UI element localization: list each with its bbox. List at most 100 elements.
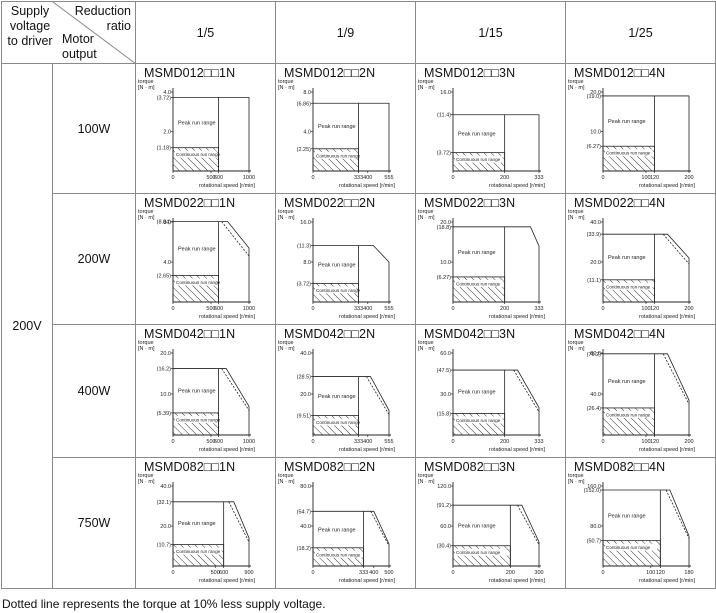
continuous-label-bg <box>455 548 507 556</box>
model-number: MSMD042□□1N <box>144 327 236 341</box>
speed-axis-title: rotational speed [r/min] <box>639 183 695 189</box>
x-tick-label: 0 <box>311 439 314 445</box>
x-tick-label: 0 <box>601 570 604 576</box>
peak-run-label: Peak run range <box>178 247 216 253</box>
torque-axis-title: torque <box>138 209 154 215</box>
continuous-run-label: Continuous run range <box>606 284 651 289</box>
speed-axis-title: rotational speed [r/min] <box>339 183 395 189</box>
header-corner-cell: Supply voltage to driver Reduction ratio… <box>1 1 136 64</box>
model-number: MSMD012□□2N <box>284 66 376 80</box>
speed-axis-title: rotational speed [r/min] <box>639 578 695 584</box>
torque-speed-chart: torque[N · m]rotational speed [r/min]Con… <box>418 340 545 453</box>
torque-axis-title: torque <box>418 340 434 346</box>
power-cell-200w: 200W <box>52 193 136 325</box>
continuous-run-label: Continuous run range <box>606 412 651 417</box>
torque-axis-title: torque <box>418 209 434 215</box>
torque-speed-chart: torque[N · m]rotational speed [r/min]Con… <box>568 79 695 189</box>
continuous-label-bg <box>455 155 503 163</box>
x-tick-label: 200 <box>684 306 693 312</box>
model-number: MSMD082□□4N <box>574 460 666 474</box>
y-tick-label: (79.2) <box>587 352 602 358</box>
y-tick-label: 10.0 <box>160 392 171 398</box>
model-number: MSMD042□□3N <box>424 327 516 341</box>
peak-run-label: Peak run range <box>318 124 356 130</box>
continuous-label-bg <box>175 278 217 286</box>
speed-axis-title: rotational speed [r/min] <box>489 578 545 584</box>
x-tick-label: 200 <box>500 306 509 312</box>
continuous-label-bg <box>315 418 357 426</box>
torque-axis-unit: [N · m] <box>138 346 155 352</box>
torque-axis-title: torque <box>278 473 294 479</box>
x-tick-label: 333 <box>534 175 543 181</box>
model-number: MSMD082□□2N <box>284 460 376 474</box>
peak-run-label: Peak run range <box>178 121 216 127</box>
y-tick-label: (47.5) <box>437 368 452 374</box>
torque-axis-title: torque <box>138 473 154 479</box>
x-tick-label: 180 <box>684 570 693 576</box>
y-tick-label: 80.0 <box>590 524 601 530</box>
x-tick-label: 200 <box>500 439 509 445</box>
x-tick-label: 400 <box>363 306 372 312</box>
peak-run-label: Peak run range <box>318 528 356 534</box>
x-tick-label: 333 <box>359 570 368 576</box>
x-tick-label: 400 <box>369 570 378 576</box>
torque-axis-unit: [N · m] <box>418 215 435 221</box>
peak-run-boundary <box>173 368 250 435</box>
y-tick-label: 20.0 <box>440 220 451 226</box>
continuous-label-bg <box>455 279 503 287</box>
x-tick-label: 0 <box>171 570 174 576</box>
torque-axis-title: torque <box>418 79 434 85</box>
continuous-run-label: Continuous run range <box>316 288 361 293</box>
x-tick-label: 120 <box>650 306 659 312</box>
x-tick-label: 0 <box>171 175 174 181</box>
y-tick-label: 16.0 <box>440 90 451 96</box>
y-tick-label: 4.0 <box>303 130 311 136</box>
x-tick-label: 500 <box>206 175 215 181</box>
y-tick-label: 4.0 <box>163 260 171 266</box>
peak-run-boundary <box>603 95 690 171</box>
torque-speed-chart: torque[N · m]rotational speed [r/min]Con… <box>418 473 545 584</box>
speed-axis-title: rotational speed [r/min] <box>339 447 395 453</box>
continuous-label-bg <box>605 410 653 418</box>
header-diagonal <box>52 2 136 64</box>
dotted-reduced-voltage-line <box>662 233 690 265</box>
x-tick-label: 100 <box>641 439 650 445</box>
continuous-label-bg <box>605 282 653 290</box>
y-tick-label: 20.0 <box>160 351 171 357</box>
y-tick-label: 60.0 <box>440 524 451 530</box>
peak-run-label: Peak run range <box>458 132 496 138</box>
torque-axis-unit: [N · m] <box>278 346 295 352</box>
continuous-run-label: Continuous run range <box>456 157 501 162</box>
x-tick-label: 200 <box>684 175 693 181</box>
x-tick-label: 333 <box>534 439 543 445</box>
footnote: Dotted line represents the torque at 10%… <box>2 597 326 611</box>
y-tick-label: (9.51) <box>297 414 312 420</box>
y-tick-label: (3.72) <box>157 96 172 102</box>
y-tick-label: 160.0 <box>587 484 601 490</box>
continuous-label-bg <box>315 286 357 294</box>
continuous-run-label: Continuous run range <box>316 153 361 158</box>
dotted-reduced-voltage-line <box>221 221 250 257</box>
y-tick-label: 30.0 <box>440 392 451 398</box>
torque-axis-title: torque <box>418 473 434 479</box>
continuous-label-bg <box>315 151 357 159</box>
torque-speed-chart: torque[N · m]rotational speed [r/min]Con… <box>278 79 395 189</box>
y-tick-label: 20.0 <box>590 90 601 96</box>
continuous-run-label: Continuous run range <box>316 552 361 557</box>
y-tick-label: 40.0 <box>300 524 311 530</box>
dotted-reduced-voltage-line <box>221 368 250 411</box>
continuous-run-label: Continuous run range <box>176 152 221 157</box>
x-tick-label: 0 <box>451 570 454 576</box>
x-tick-label: 500 <box>384 570 393 576</box>
x-tick-label: 0 <box>311 306 314 312</box>
torque-axis-title: torque <box>138 79 154 85</box>
continuous-run-label: Continuous run range <box>316 420 361 425</box>
torque-axis-unit: [N · m] <box>138 479 155 485</box>
speed-axis-title: rotational speed [r/min] <box>199 183 255 189</box>
y-tick-label: (11.4) <box>437 113 451 119</box>
y-tick-label: (3.72) <box>297 281 312 287</box>
